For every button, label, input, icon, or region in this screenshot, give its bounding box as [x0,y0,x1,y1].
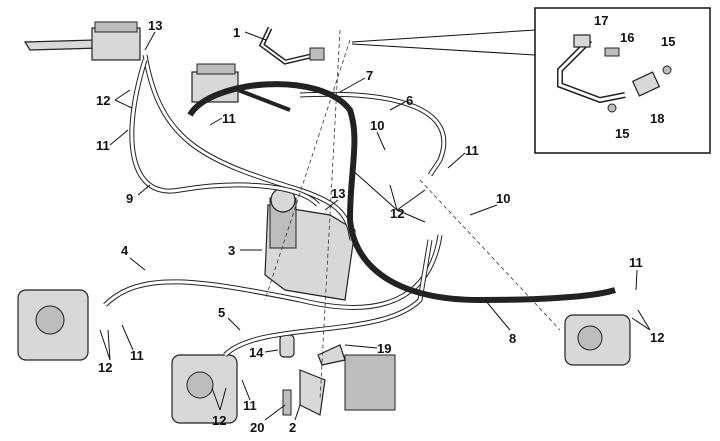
callout-13: 13 [148,18,162,33]
callout-11: 11 [465,143,479,158]
callout-10: 10 [496,191,510,206]
abs-hydraulic-unit [264,187,356,301]
brake-hoses [103,54,616,357]
leader-lines [99,31,651,421]
callout-11: 11 [243,398,257,413]
callout-12: 12 [650,330,664,345]
inset-callout-15: 15 [615,126,629,141]
callout-11: 11 [130,348,144,363]
front-master-cylinder [23,21,141,61]
callout-9: 9 [126,191,133,206]
callout-11: 11 [96,138,110,153]
callout-8: 8 [509,331,516,346]
callout-10: 10 [370,118,384,133]
hose-bracket [258,26,325,65]
callout-20: 20 [250,420,264,435]
callout-7: 7 [366,68,373,83]
bracket [279,334,326,416]
brake-pads [317,344,396,411]
inset-bracket [557,34,672,113]
callout-11: 11 [629,255,643,270]
callout-11: 11 [222,111,236,126]
inset-pointer-lines [351,29,536,56]
callout-5: 5 [218,305,225,320]
inset-callout-15: 15 [661,34,675,49]
callout-1: 1 [233,25,240,40]
callout-14: 14 [249,345,264,360]
callout-12: 12 [98,360,112,375]
front-left-caliper [17,289,89,361]
assembly-lines [264,29,561,401]
callout-6: 6 [406,93,413,108]
front-right-caliper [171,354,238,424]
callout-12: 12 [212,413,226,428]
inset-box [534,7,711,154]
callout-4: 4 [121,243,129,258]
inset-callout-16: 16 [620,30,634,45]
rear-caliper [564,314,631,366]
callout-3: 3 [228,243,235,258]
inset-callout-18: 18 [650,111,664,126]
callout-12: 12 [390,206,404,221]
callout-12: 12 [96,93,110,108]
callout-13: 13 [331,186,345,201]
callout-2: 2 [289,420,296,435]
inset-callout-17: 17 [594,13,608,28]
callout-19: 19 [377,341,391,356]
